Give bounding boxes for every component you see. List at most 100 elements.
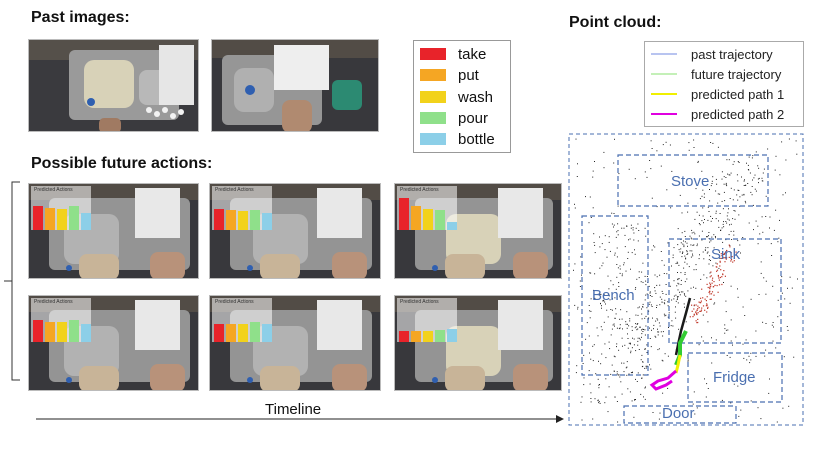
past-images-heading: Past images: bbox=[31, 9, 130, 26]
predicted-actions-panel: Predicted Actions bbox=[397, 186, 457, 230]
pc-legend-label: predicted path 2 bbox=[691, 106, 785, 122]
past-image-2 bbox=[211, 39, 379, 132]
legend-swatch bbox=[420, 133, 446, 145]
predicted-action-bar-put bbox=[411, 206, 421, 230]
legend-label: wash bbox=[458, 88, 494, 106]
legend-swatch bbox=[420, 112, 446, 124]
predicted-action-bar-bottle bbox=[262, 324, 272, 342]
predicted-actions-panel: Predicted Actions bbox=[31, 186, 91, 230]
legend-item-bottle: bottle bbox=[420, 130, 495, 148]
predicted-action-bar-take bbox=[33, 206, 43, 230]
bench-label: Bench bbox=[592, 287, 635, 304]
future-frame: Predicted Actions bbox=[28, 295, 199, 391]
predicted-action-bar-put bbox=[45, 322, 55, 342]
predicted-action-bar-take bbox=[399, 198, 409, 230]
possible-future-actions-heading: Possible future actions: bbox=[31, 155, 213, 172]
pc-legend-predicted-1: predicted path 1 bbox=[651, 86, 784, 102]
legend-label: put bbox=[458, 66, 479, 84]
predicted-action-bar-pour bbox=[435, 330, 445, 342]
predicted-action-bar-take bbox=[33, 320, 43, 342]
past-image-1 bbox=[28, 39, 199, 132]
action-legend: take put wash pour bottle bbox=[413, 40, 511, 153]
predicted-path-2 bbox=[649, 369, 677, 391]
predicted-action-bar-bottle bbox=[447, 222, 457, 230]
future-frame: Predicted Actions bbox=[394, 183, 562, 279]
legend-label: pour bbox=[458, 109, 489, 127]
predicted-action-bar-pour bbox=[435, 210, 445, 230]
point-cloud-border bbox=[568, 133, 804, 426]
pc-legend-future: future trajectory bbox=[651, 66, 781, 82]
legend-item-put: put bbox=[420, 66, 479, 84]
predicted-actions-title: Predicted Actions bbox=[400, 299, 439, 305]
predicted-action-bar-put bbox=[45, 208, 55, 230]
door-region bbox=[623, 405, 737, 424]
predicted-action-bar-wash bbox=[238, 324, 248, 342]
point-cloud-heading: Point cloud: bbox=[569, 14, 662, 31]
predicted-action-bar-put bbox=[411, 331, 421, 342]
future-frame: Predicted Actions bbox=[394, 295, 562, 391]
predicted-action-bar-put bbox=[226, 210, 236, 230]
pc-legend-line bbox=[651, 93, 677, 95]
bench-region bbox=[581, 215, 649, 376]
predicted-actions-panel: Predicted Actions bbox=[397, 298, 457, 342]
point-cloud-map bbox=[568, 133, 804, 426]
predicted-action-bar-bottle bbox=[447, 329, 457, 342]
predicted-path-1 bbox=[674, 354, 682, 374]
predicted-action-bar-put bbox=[226, 324, 236, 342]
predicted-action-bar-pour bbox=[69, 320, 79, 342]
predicted-actions-panel: Predicted Actions bbox=[212, 298, 272, 342]
stove-region bbox=[617, 154, 769, 207]
future-frame: Predicted Actions bbox=[209, 183, 381, 279]
legend-label: take bbox=[458, 45, 487, 63]
predicted-action-bar-wash bbox=[423, 331, 433, 342]
predicted-actions-title: Predicted Actions bbox=[215, 299, 254, 305]
sink-region bbox=[668, 238, 782, 344]
predicted-action-bar-wash bbox=[423, 209, 433, 230]
legend-item-pour: pour bbox=[420, 109, 489, 127]
predicted-action-bar-wash bbox=[57, 209, 67, 230]
past-trajectory-path bbox=[674, 297, 692, 356]
predicted-actions-panel: Predicted Actions bbox=[212, 186, 272, 230]
stove-label: Stove bbox=[671, 173, 710, 190]
predicted-action-bar-wash bbox=[238, 211, 248, 230]
pc-legend-line bbox=[651, 73, 677, 75]
predicted-action-bar-take bbox=[399, 331, 409, 342]
predicted-actions-title: Predicted Actions bbox=[215, 187, 254, 193]
pc-legend-label: predicted path 1 bbox=[691, 86, 785, 102]
legend-item-take: take bbox=[420, 45, 487, 63]
future-frame: Predicted Actions bbox=[28, 183, 199, 279]
point-cloud-legend: past trajectory future trajectory predic… bbox=[644, 41, 804, 127]
pc-legend-line bbox=[651, 53, 677, 55]
predicted-actions-title: Predicted Actions bbox=[34, 299, 73, 305]
predicted-actions-title: Predicted Actions bbox=[34, 187, 73, 193]
legend-swatch bbox=[420, 69, 446, 81]
pc-legend-label: future trajectory bbox=[691, 66, 782, 82]
predicted-actions-title: Predicted Actions bbox=[400, 187, 439, 193]
pc-legend-label: past trajectory bbox=[691, 46, 773, 62]
legend-swatch bbox=[420, 48, 446, 60]
sink-label: Sink bbox=[711, 246, 741, 263]
point-cloud-red-dots bbox=[689, 244, 737, 324]
predicted-action-bar-pour bbox=[250, 322, 260, 342]
predicted-action-bar-pour bbox=[69, 206, 79, 230]
predicted-action-bar-bottle bbox=[81, 324, 91, 342]
predicted-action-bar-take bbox=[214, 324, 224, 342]
fridge-label: Fridge bbox=[713, 369, 756, 386]
pc-legend-predicted-2: predicted path 2 bbox=[651, 106, 784, 122]
predicted-actions-panel: Predicted Actions bbox=[31, 298, 91, 342]
legend-swatch bbox=[420, 91, 446, 103]
predicted-action-bar-take bbox=[214, 209, 224, 230]
bracket-icon bbox=[4, 181, 20, 381]
pc-legend-past: past trajectory bbox=[651, 46, 773, 62]
legend-label: bottle bbox=[458, 130, 495, 148]
predicted-action-bar-bottle bbox=[262, 213, 272, 230]
door-label: Door bbox=[662, 405, 695, 422]
pc-legend-line bbox=[651, 113, 677, 115]
predicted-action-bar-bottle bbox=[81, 213, 91, 230]
timeline-arrow-icon bbox=[36, 415, 564, 423]
legend-item-wash: wash bbox=[420, 88, 494, 106]
predicted-action-bar-wash bbox=[57, 322, 67, 342]
predicted-action-bar-pour bbox=[250, 210, 260, 230]
future-frame: Predicted Actions bbox=[209, 295, 381, 391]
point-cloud-dots bbox=[573, 138, 798, 423]
